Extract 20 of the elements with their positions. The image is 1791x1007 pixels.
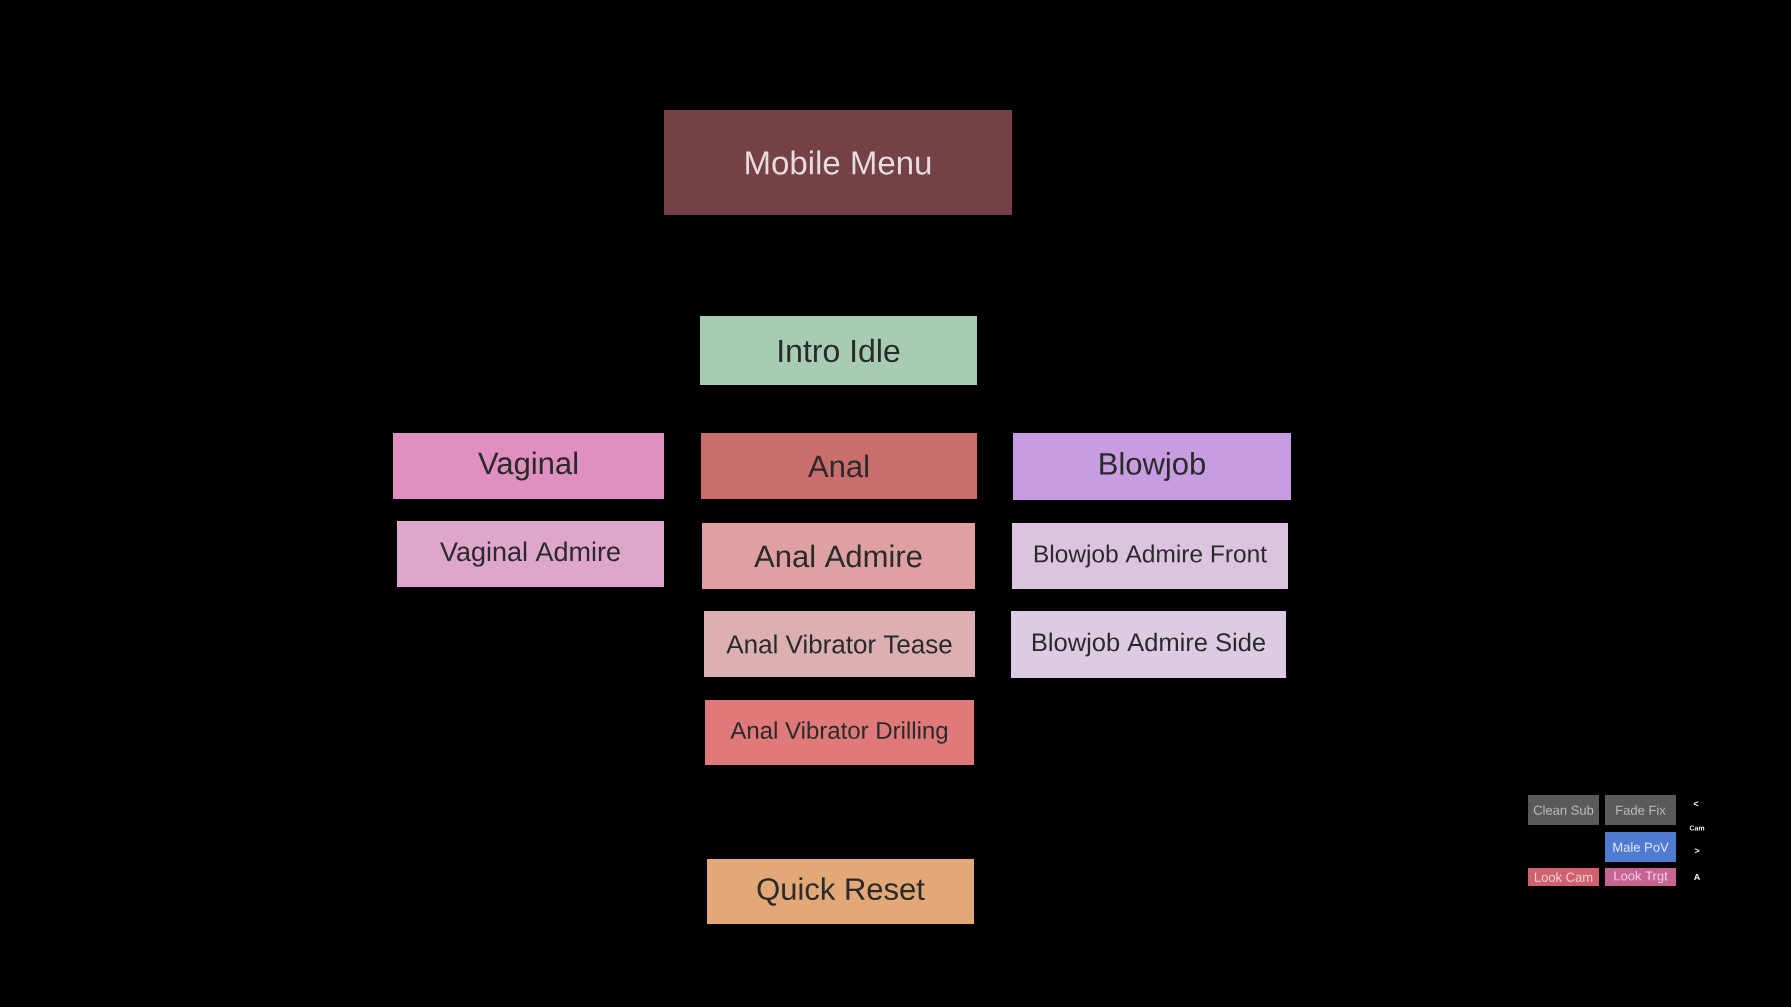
camera-control-label: A <box>1694 873 1701 881</box>
menu-button: Blowjob Admire Side <box>1011 611 1286 678</box>
toggle-button: Clean Sub <box>1528 795 1599 825</box>
menu-button: Intro Idle <box>700 316 977 385</box>
menu-button: Blowjob Admire Front <box>1012 523 1288 589</box>
menu-button: Anal Admire <box>702 523 975 589</box>
toggle-button: Fade Fix <box>1605 795 1676 825</box>
menu-button: Vaginal <box>393 433 664 499</box>
menu-button: Blowjob <box>1013 433 1291 500</box>
toggle-button: Look Cam <box>1528 868 1599 886</box>
menu-button: Vaginal Admire <box>397 521 664 587</box>
toggle-button: Male PoV <box>1605 832 1676 862</box>
menu-title-box: Mobile Menu <box>664 110 1012 215</box>
menu-button: Anal Vibrator Drilling <box>705 700 974 765</box>
camera-control-label: > <box>1694 848 1700 854</box>
camera-control-label: < <box>1693 801 1699 807</box>
menu-button: Anal <box>701 433 977 499</box>
menu-button: Quick Reset <box>707 859 974 924</box>
toggle-button: Look Trgt <box>1605 868 1676 886</box>
menu-button: Anal Vibrator Tease <box>704 611 975 677</box>
